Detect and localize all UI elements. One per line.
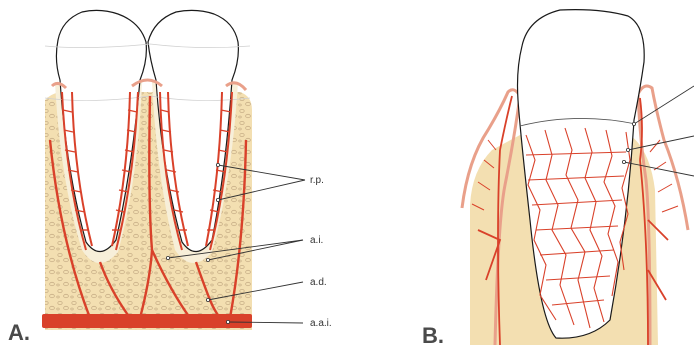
panel-b: B.	[422, 10, 694, 348]
panel-a-label: A.	[8, 320, 30, 345]
label-rp: r.p.	[310, 175, 324, 186]
label-ai: a.i.	[310, 235, 323, 246]
label-ad: a.d.	[310, 277, 327, 288]
panel-a: r.p. a.i. a.d. a.a.i. A.	[8, 10, 332, 345]
panel-b-label: B.	[422, 323, 444, 348]
label-aai: a.a.i.	[310, 318, 332, 329]
inferior-alveolar-artery	[42, 314, 252, 328]
